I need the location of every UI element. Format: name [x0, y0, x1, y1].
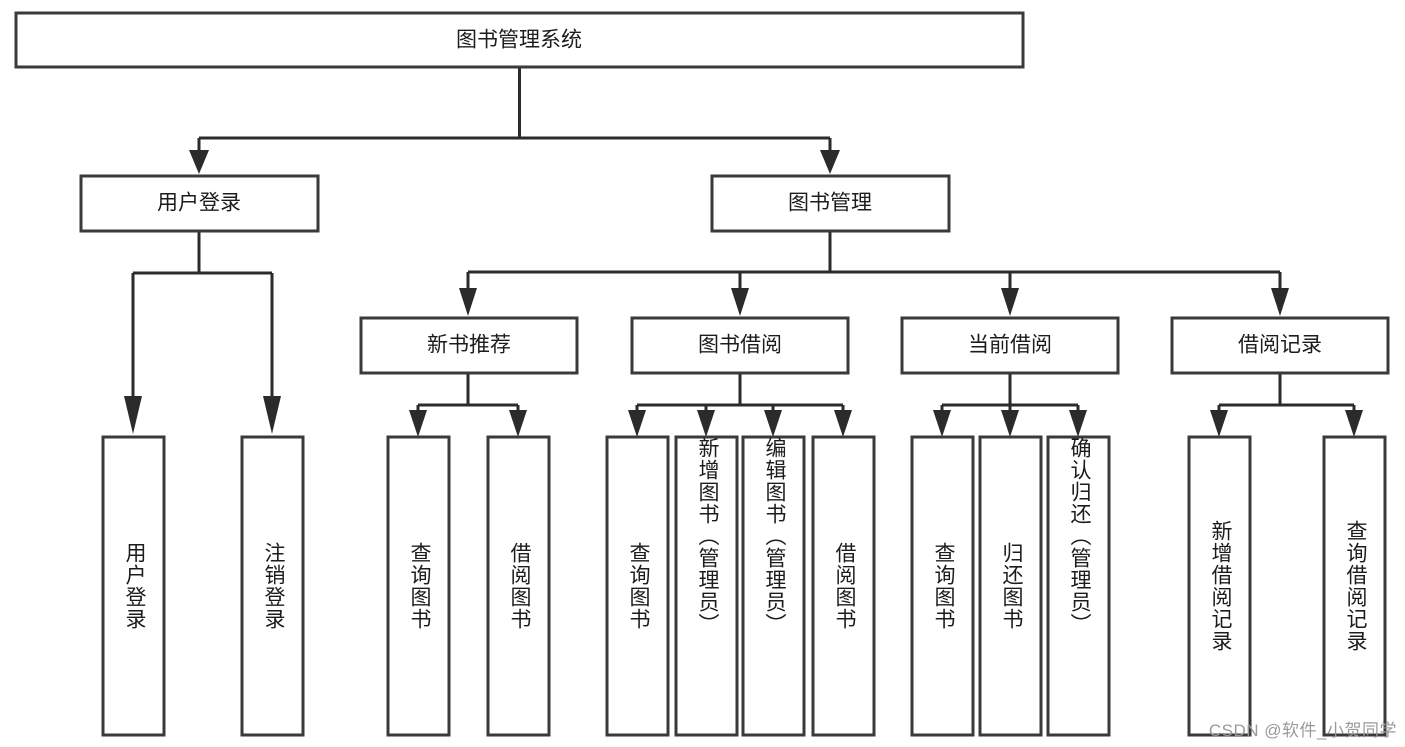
node-borrow-record-box[interactable] [1170, 316, 1390, 375]
arrow-head-book-borrow [731, 288, 749, 316]
node-current-borrow-label: 当前借阅 [968, 334, 1052, 357]
arrow-head-user-login [189, 150, 209, 174]
node-borrow-record[interactable]: 借阅记录 [1170, 316, 1390, 375]
leaf-box-user-login[interactable] [101, 435, 166, 737]
leaf-box-edit-book[interactable] [741, 435, 806, 737]
arrow-head-leaf-confirm-return [1069, 410, 1087, 437]
leaf-box-borrow-book-1[interactable] [486, 435, 551, 737]
node-book-borrow-label: 图书借阅 [698, 334, 782, 357]
node-borrow-record-label: 借阅记录 [1238, 334, 1322, 357]
arrow-head-leaf-logout [263, 396, 281, 434]
arrow-head-leaf-query-book-1 [409, 410, 427, 437]
arrow-head-leaf-add-book [697, 410, 715, 437]
node-book-borrow[interactable]: 图书借阅 [630, 316, 850, 375]
node-current-borrow[interactable]: 当前借阅 [900, 316, 1120, 375]
node-new-book-recommend-label: 新书推荐 [427, 334, 511, 357]
node-user-login-label: 用户登录 [157, 192, 241, 215]
leaf-box-confirm-return[interactable] [1046, 435, 1111, 737]
node-book-manage-label: 图书管理 [788, 192, 872, 215]
node-root-box[interactable] [14, 11, 1025, 69]
node-book-manage[interactable]: 图书管理 [710, 174, 951, 233]
arrow-head-current-borrow [1001, 288, 1019, 316]
arrow-head-leaf-query-record [1345, 410, 1363, 437]
leaf-box-add-record[interactable] [1187, 435, 1252, 737]
node-current-borrow-box[interactable] [900, 316, 1120, 375]
arrow-head-borrow-record [1271, 288, 1289, 316]
leaf-box-query-book-2[interactable] [605, 435, 670, 737]
leaf-box-add-book[interactable] [674, 435, 739, 737]
arrow-head-book-manage [820, 150, 840, 174]
arrow-head-leaf-query-book-3 [933, 410, 951, 437]
connector-group [124, 67, 1363, 437]
node-book-borrow-box[interactable] [630, 316, 850, 375]
arrow-head-leaf-query-book-2 [628, 410, 646, 437]
node-new-book-recommend[interactable]: 新书推荐 [359, 316, 579, 375]
node-root-label: 图书管理系统 [456, 29, 582, 52]
arrow-head-leaf-edit-book [764, 410, 782, 437]
arrow-head-leaf-user-login [124, 396, 142, 434]
csdn-watermark: CSDN @软件_小贺同学 [1208, 721, 1397, 740]
leaf-box-query-record[interactable] [1322, 435, 1387, 737]
leaf-box-query-book-3[interactable] [910, 435, 975, 737]
leaf-box-group [101, 435, 1387, 737]
leaf-box-borrow-book-2[interactable] [811, 435, 876, 737]
arrow-head-new-book-recommend [459, 288, 477, 316]
leaf-box-return-book[interactable] [978, 435, 1043, 737]
node-user-login-box[interactable] [79, 174, 320, 233]
leaf-box-logout[interactable] [240, 435, 305, 737]
arrow-head-leaf-return-book [1001, 410, 1019, 437]
arrow-head-leaf-add-record [1210, 410, 1228, 437]
leaf-box-query-book-1[interactable] [386, 435, 451, 737]
node-new-book-recommend-box[interactable] [359, 316, 579, 375]
node-book-manage-box[interactable] [710, 174, 951, 233]
arrow-head-leaf-borrow-book-1 [509, 410, 527, 437]
node-root[interactable]: 图书管理系统 [14, 11, 1025, 69]
arrow-head-leaf-borrow-book-2 [834, 410, 852, 437]
node-user-login[interactable]: 用户登录 [79, 174, 320, 233]
